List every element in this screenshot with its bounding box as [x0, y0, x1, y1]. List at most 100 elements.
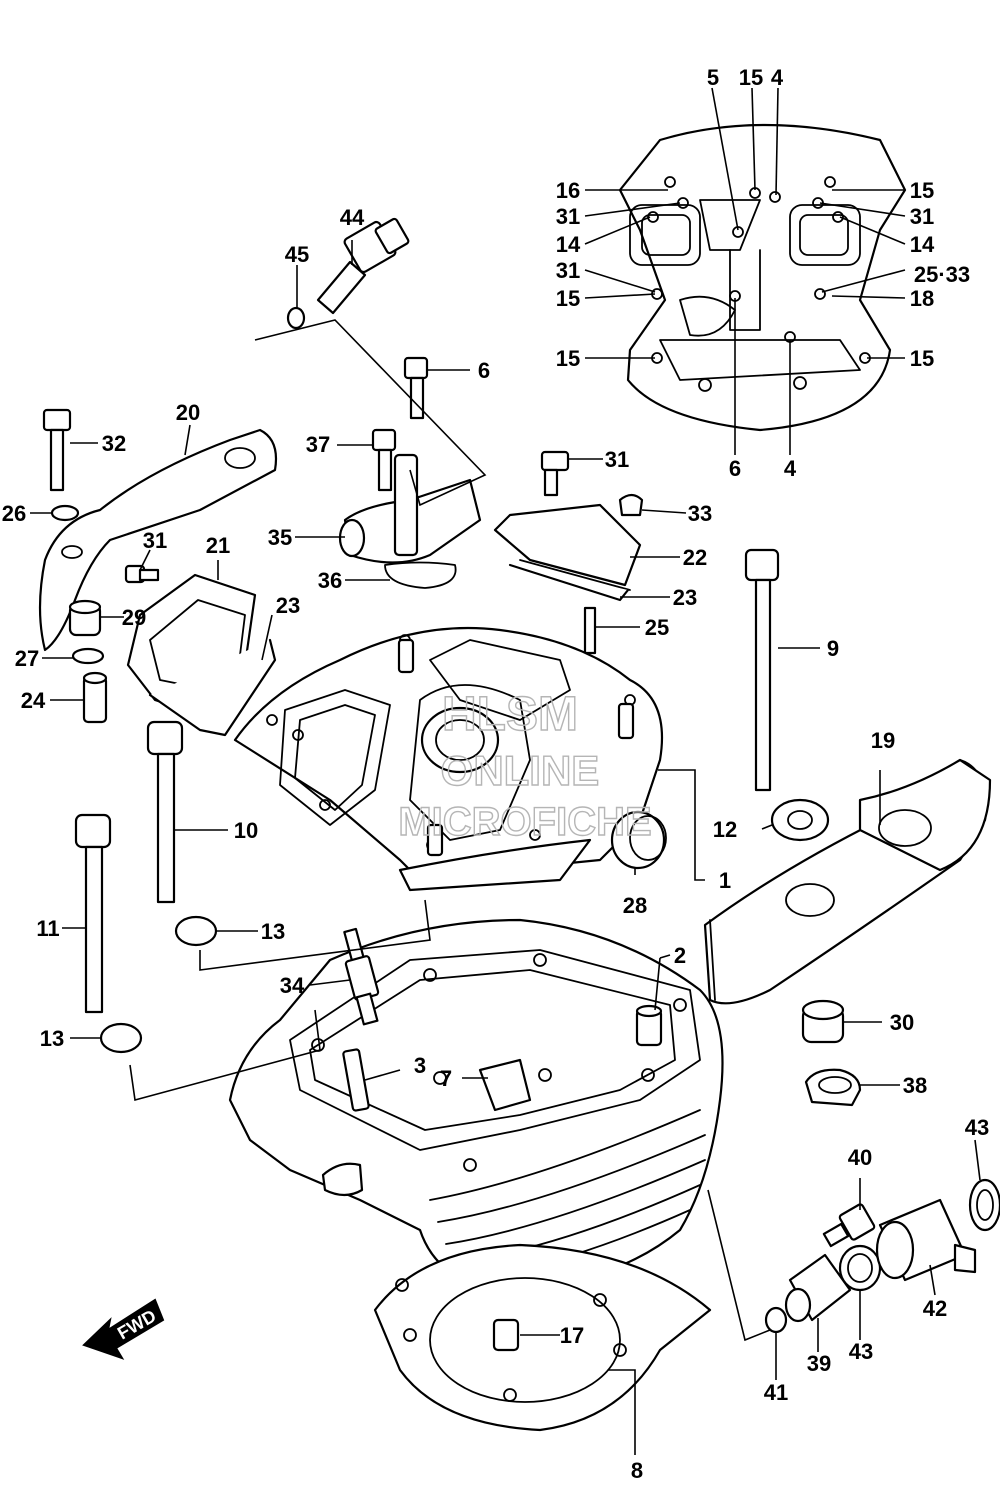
callout-37: 37: [306, 432, 330, 457]
callout-29: 29: [122, 605, 146, 630]
head-gasket-8: [373, 1243, 712, 1432]
washer-27: [71, 647, 105, 665]
clamp-43-upper: [968, 1178, 1000, 1232]
callout-38: 38: [903, 1073, 927, 1098]
bolt-11: [74, 813, 112, 1014]
callout-2: 2: [674, 943, 686, 968]
grommet-30: [801, 999, 845, 1044]
callout-20: 20: [176, 400, 200, 425]
leader-lines: [30, 87, 981, 1455]
callout-11: 11: [36, 916, 59, 941]
callout-25: 25: [645, 615, 669, 640]
grommet-29: [68, 599, 102, 637]
dowel-2: [635, 1004, 663, 1047]
watermark-line3: MICROFICHE: [398, 800, 651, 844]
callout-21: 21: [206, 533, 230, 558]
callout-43: 43: [849, 1339, 873, 1364]
callout-25-33: 25·33: [914, 262, 970, 287]
callout-34: 34: [280, 973, 305, 998]
callout-32: 32: [102, 431, 126, 456]
spark-plug-34: [343, 927, 380, 1026]
callout-26: 26: [2, 501, 26, 526]
nut-33: [618, 493, 644, 517]
plug-28: [610, 810, 667, 870]
callout-23: 23: [276, 593, 300, 618]
washer-12: [770, 798, 830, 842]
callout-14: 14: [910, 232, 935, 257]
water-outlet-fitting: [338, 453, 482, 589]
collar-24: [82, 671, 108, 724]
callout-36: 36: [318, 568, 342, 593]
callout-44: 44: [340, 205, 365, 230]
callout-15: 15: [910, 178, 934, 203]
callout-42: 42: [923, 1296, 947, 1321]
bolt-31-left: [124, 564, 160, 584]
callout-6: 6: [729, 456, 741, 481]
callout-30: 30: [890, 1010, 914, 1035]
callout-13: 13: [40, 1026, 64, 1051]
callout-4: 4: [771, 65, 784, 90]
callout-27: 27: [15, 646, 39, 671]
fwd-arrow: FWD: [82, 1298, 165, 1360]
callout-15: 15: [556, 346, 580, 371]
sensor-washer: [286, 306, 306, 330]
cover-22: [493, 503, 642, 591]
callout-31: 31: [910, 204, 934, 229]
bolt-10: [146, 720, 184, 904]
bolt-32: [42, 408, 72, 492]
callout-31: 31: [556, 204, 580, 229]
callout-15: 15: [556, 286, 580, 311]
callout-31: 31: [556, 258, 580, 283]
callout-14: 14: [556, 232, 581, 257]
callout-1: 1: [719, 868, 731, 893]
callout-9: 9: [827, 636, 839, 661]
callout-17: 17: [560, 1323, 584, 1348]
washer-13-upper: [174, 915, 218, 947]
cylinder-head: [228, 918, 724, 1292]
callout-31: 31: [143, 528, 167, 553]
callout-43: 43: [965, 1115, 989, 1140]
washer-13-lower: [99, 1022, 143, 1054]
callout-23: 23: [673, 585, 697, 610]
callout-40: 40: [848, 1145, 872, 1170]
callout-28: 28: [623, 893, 647, 918]
callout-41: 41: [764, 1380, 788, 1405]
callout-15: 15: [739, 65, 763, 90]
callout-12: 12: [713, 817, 737, 842]
callout-18: 18: [910, 286, 934, 311]
temperature-sensor: [286, 217, 410, 330]
gasket-23-left: [148, 638, 277, 737]
callout-labels: 5 15 4 16 31 14 31 15 15 15 31 14 25·33 …: [2, 65, 989, 1483]
side-cover-20: [38, 428, 278, 652]
watermark-line1: HLSM: [442, 688, 578, 741]
pipe-39: [784, 1253, 852, 1323]
callout-33: 33: [688, 501, 712, 526]
bolt-37: [371, 428, 397, 492]
callout-10: 10: [234, 818, 258, 843]
callout-4: 4: [784, 456, 797, 481]
washer-26: [50, 504, 80, 522]
o-ring-41: [764, 1306, 788, 1334]
clamp-43-lower: [838, 1244, 882, 1292]
callout-24: 24: [21, 688, 46, 713]
stud-25: [583, 606, 597, 655]
callout-13: 13: [261, 919, 285, 944]
callout-45: 45: [285, 242, 309, 267]
grommet-38: [804, 1068, 862, 1107]
callout-15: 15: [910, 346, 934, 371]
callout-3: 3: [414, 1053, 426, 1078]
watermark: HLSM ONLINE MICROFICHE: [398, 687, 653, 844]
callout-16: 16: [556, 178, 580, 203]
cylinder-head-cover: [233, 626, 664, 892]
watermark-line2: ONLINE: [441, 747, 600, 794]
bolt-31-right: [540, 450, 570, 497]
callout-22: 22: [683, 545, 707, 570]
callout-7: 7: [440, 1066, 452, 1091]
cylinder-head-cover-gasket-detail: [618, 123, 907, 432]
gasket-23-right: [508, 563, 630, 602]
intake-pipe-42: [875, 1198, 977, 1282]
bolt-9: [744, 548, 780, 792]
callout-39: 39: [807, 1351, 831, 1376]
